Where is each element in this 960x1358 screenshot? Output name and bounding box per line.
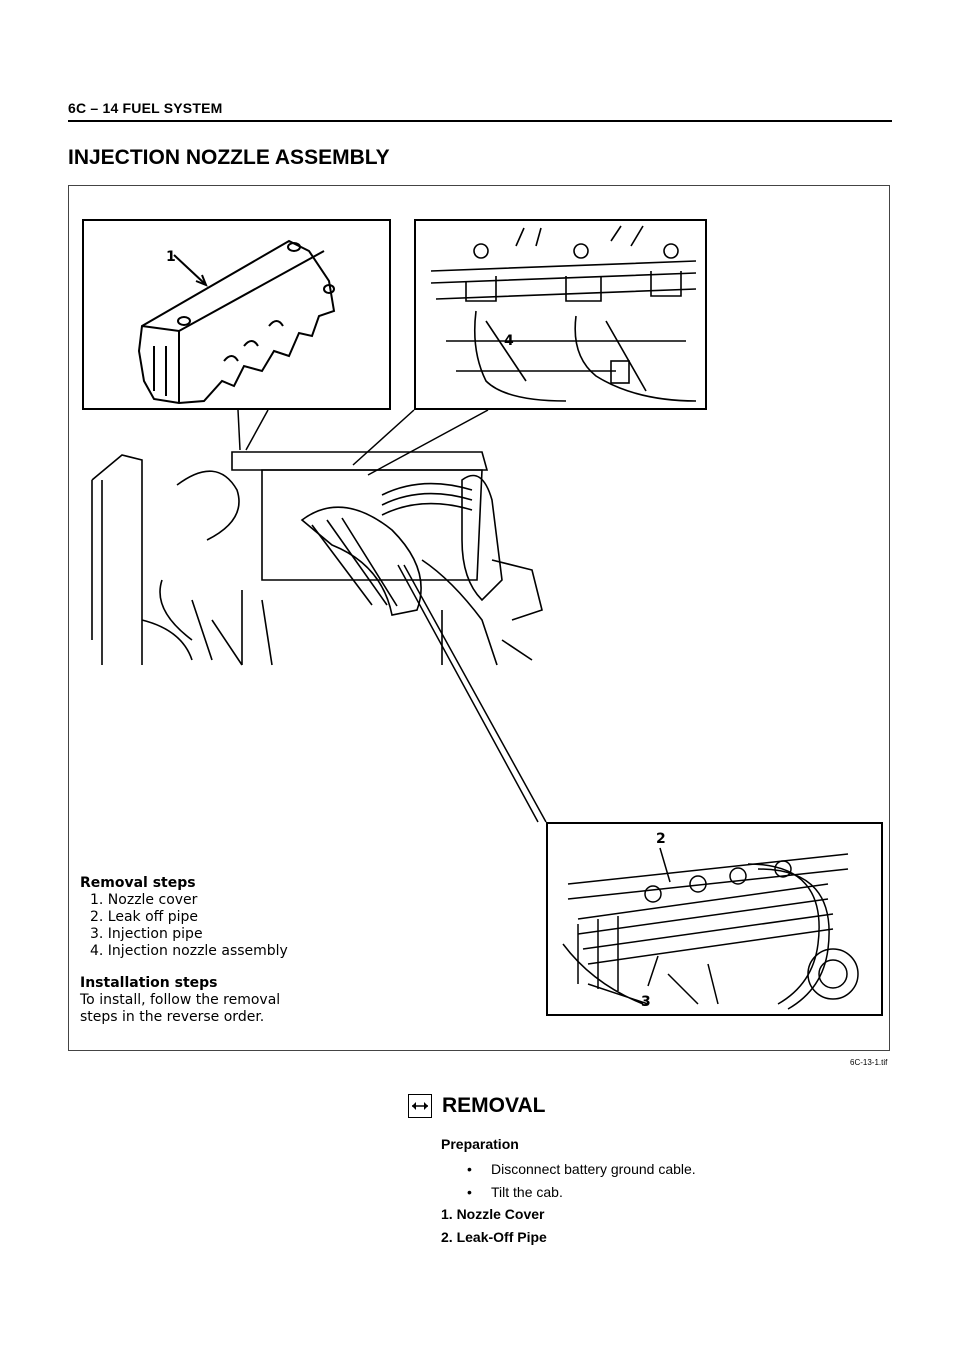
removal-title: REMOVAL	[442, 1094, 546, 1117]
step-leak-off-pipe: 2. Leak-Off Pipe	[441, 1229, 547, 1245]
nozzle-cover-drawing: 1	[137, 239, 336, 405]
removal-step-4: 4. Injection nozzle assembly	[90, 943, 288, 959]
removal-step-2: 2. Leak off pipe	[90, 909, 199, 925]
leader-lines	[237, 409, 547, 823]
callout-4: 4	[504, 333, 514, 349]
removal-steps-heading: Removal steps	[80, 875, 196, 891]
nozzle-cover-detail-panel: 1	[82, 219, 391, 410]
pipes-drawing: 2 3	[562, 831, 859, 1010]
bullet-item: •Tilt the cab.	[467, 1184, 563, 1200]
bullet-text-2: Tilt the cab.	[491, 1184, 563, 1200]
removal-step-1: 1. Nozzle cover	[90, 892, 198, 908]
figure-code: 6C-13-1.tif	[850, 1058, 888, 1067]
leak-off-injection-pipe-detail-panel: 2 3	[546, 822, 883, 1016]
bullet-item: •Disconnect battery ground cable.	[467, 1161, 696, 1177]
bullet-text-1: Disconnect battery ground cable.	[491, 1161, 696, 1177]
installation-line-2: steps in the reverse order.	[80, 1009, 265, 1025]
callout-2: 2	[656, 831, 666, 847]
header-rule	[68, 120, 892, 122]
step-nozzle-cover: 1. Nozzle Cover	[441, 1206, 545, 1222]
injection-nozzle-detail-panel: 4	[414, 219, 707, 410]
callout-1: 1	[166, 249, 176, 265]
installation-steps: Installation steps To install, follow th…	[80, 975, 280, 1026]
installation-steps-heading: Installation steps	[80, 975, 218, 991]
double-arrow-icon	[408, 1094, 432, 1118]
injection-nozzle-drawing: 4	[430, 225, 697, 402]
engine-overview-drawing	[82, 440, 552, 670]
page-header: 6C – 14 FUEL SYSTEM	[68, 100, 223, 116]
removal-heading: REMOVAL	[408, 1094, 545, 1118]
callout-3: 3	[641, 994, 651, 1010]
removal-step-3: 3. Injection pipe	[90, 926, 203, 942]
removal-steps-list: Removal steps 1. Nozzle cover 2. Leak of…	[80, 875, 288, 960]
figure-frame	[68, 185, 890, 1051]
installation-line-1: To install, follow the removal	[80, 992, 281, 1008]
preparation-label: Preparation	[441, 1136, 519, 1152]
page-title: INJECTION NOZZLE ASSEMBLY	[68, 146, 390, 169]
